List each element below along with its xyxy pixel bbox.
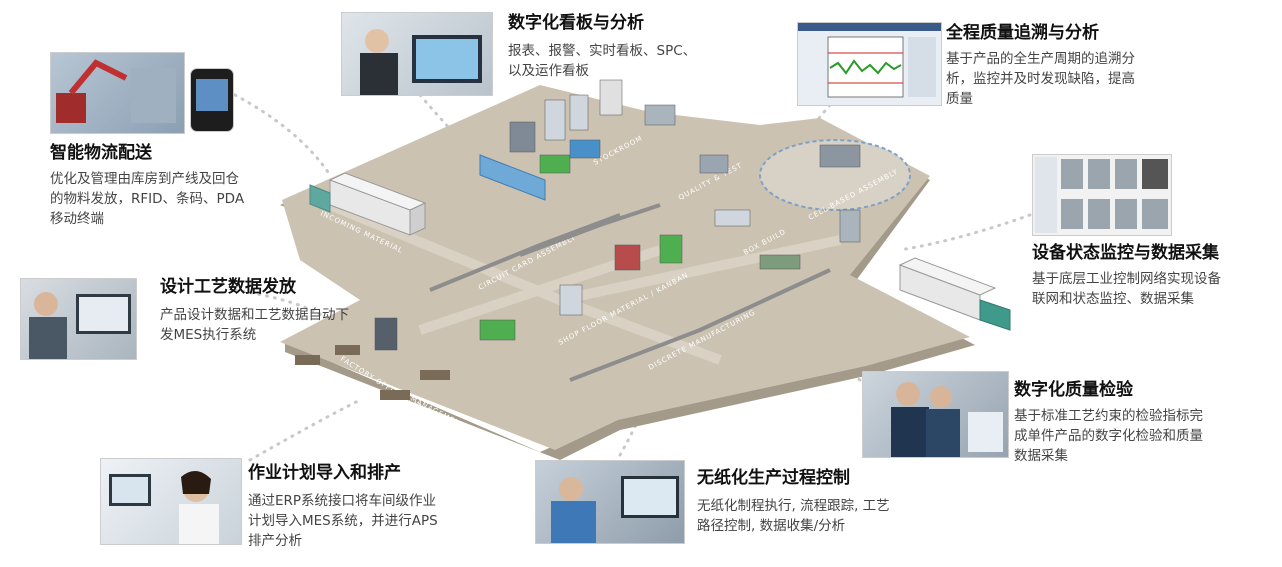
server-rack xyxy=(509,121,536,153)
connector-equipment xyxy=(898,213,1032,252)
cell-assembly-zone xyxy=(759,139,911,211)
dashboard-desc: 报表、报警、实时看板、SPC、 以及运作看板 xyxy=(508,43,697,79)
design-engineer-photo xyxy=(20,278,137,360)
connector-planning xyxy=(248,398,362,462)
inspection-title: 数字化质量检验 xyxy=(1014,380,1133,400)
pda-device-photo xyxy=(190,68,234,132)
callout-paperless: 无纸化生产过程控制 无纸化制程执行, 流程跟踪, 工艺 路径控制, 数据收集/分… xyxy=(697,463,890,536)
paperless-control-photo xyxy=(535,460,685,544)
callout-equipment: 设备状态监控与数据采集 基于底层工业控制网络实现设备 联网和状态监控、数据采集 xyxy=(1032,238,1221,309)
logistics-title: 智能物流配送 xyxy=(50,143,152,163)
storage-cabinet xyxy=(544,99,566,141)
warehouse-robot-photo xyxy=(50,52,185,134)
equipment-title: 设备状态监控与数据采集 xyxy=(1032,243,1219,263)
shipping-truck xyxy=(898,257,1011,331)
callout-dashboard: 数字化看板与分析 报表、报警、实时看板、SPC、 以及运作看板 xyxy=(508,8,696,81)
callout-traceability: 全程质量追溯与分析 基于产品的全生产周期的追溯分 析，监控并及时发现缺陷，提高 … xyxy=(946,18,1135,109)
planning-title: 作业计划导入和排产 xyxy=(248,463,401,483)
office-server xyxy=(374,317,398,351)
dashboard-photo xyxy=(341,12,493,96)
connector-traceability xyxy=(778,103,832,172)
incoming-truck xyxy=(309,172,427,236)
traceability-desc: 基于产品的全生产周期的追溯分 析，监控并及时发现缺陷，提高 质量 xyxy=(946,51,1135,107)
planning-office-photo xyxy=(100,458,242,545)
conveyor-lines xyxy=(429,203,831,382)
quality-inspection-photo xyxy=(862,371,1009,458)
inspection-desc: 基于标准工艺约束的检验指标完 成单件产品的数字化检验和质量 数据采集 xyxy=(1014,408,1203,464)
callout-design: 设计工艺数据发放 产品设计数据和工艺数据自动下 发MES执行系统 xyxy=(160,272,349,345)
callout-logistics: 智能物流配送 优化及管理由库房到产线及回仓 的物料发放，RFID、条码、PDA … xyxy=(50,138,244,229)
display-board xyxy=(479,154,546,201)
equipment-desc: 基于底层工业控制网络实现设备 联网和状态监控、数据采集 xyxy=(1032,271,1221,307)
paperless-desc: 无纸化制程执行, 流程跟踪, 工艺 路径控制, 数据收集/分析 xyxy=(697,498,890,534)
traceability-chart-photo xyxy=(797,22,942,106)
design-title: 设计工艺数据发放 xyxy=(160,277,296,297)
callout-planning: 作业计划导入和排产 通过ERP系统接口将车间级作业 计划导入MES系统，并进行A… xyxy=(248,458,438,551)
planning-desc: 通过ERP系统接口将车间级作业 计划导入MES系统，并进行APS 排产分析 xyxy=(248,493,438,549)
office-desks xyxy=(295,345,450,400)
connector-logistics xyxy=(233,93,332,177)
paperless-title: 无纸化生产过程控制 xyxy=(697,468,850,488)
traceability-title: 全程质量追溯与分析 xyxy=(946,23,1099,43)
connector-design xyxy=(233,288,332,322)
dashboard-title: 数字化看板与分析 xyxy=(508,13,644,33)
connector-dashboard xyxy=(418,93,472,152)
equipment xyxy=(295,79,1011,400)
logistics-desc: 优化及管理由库房到产线及回仓 的物料发放，RFID、条码、PDA 移动终端 xyxy=(50,171,245,227)
callout-inspection: 数字化质量检验 基于标准工艺约束的检验指标完 成单件产品的数字化检验和质量 数据… xyxy=(1014,375,1203,466)
equipment-monitor-photo xyxy=(1032,154,1172,236)
design-desc: 产品设计数据和工艺数据自动下 发MES执行系统 xyxy=(160,307,349,343)
